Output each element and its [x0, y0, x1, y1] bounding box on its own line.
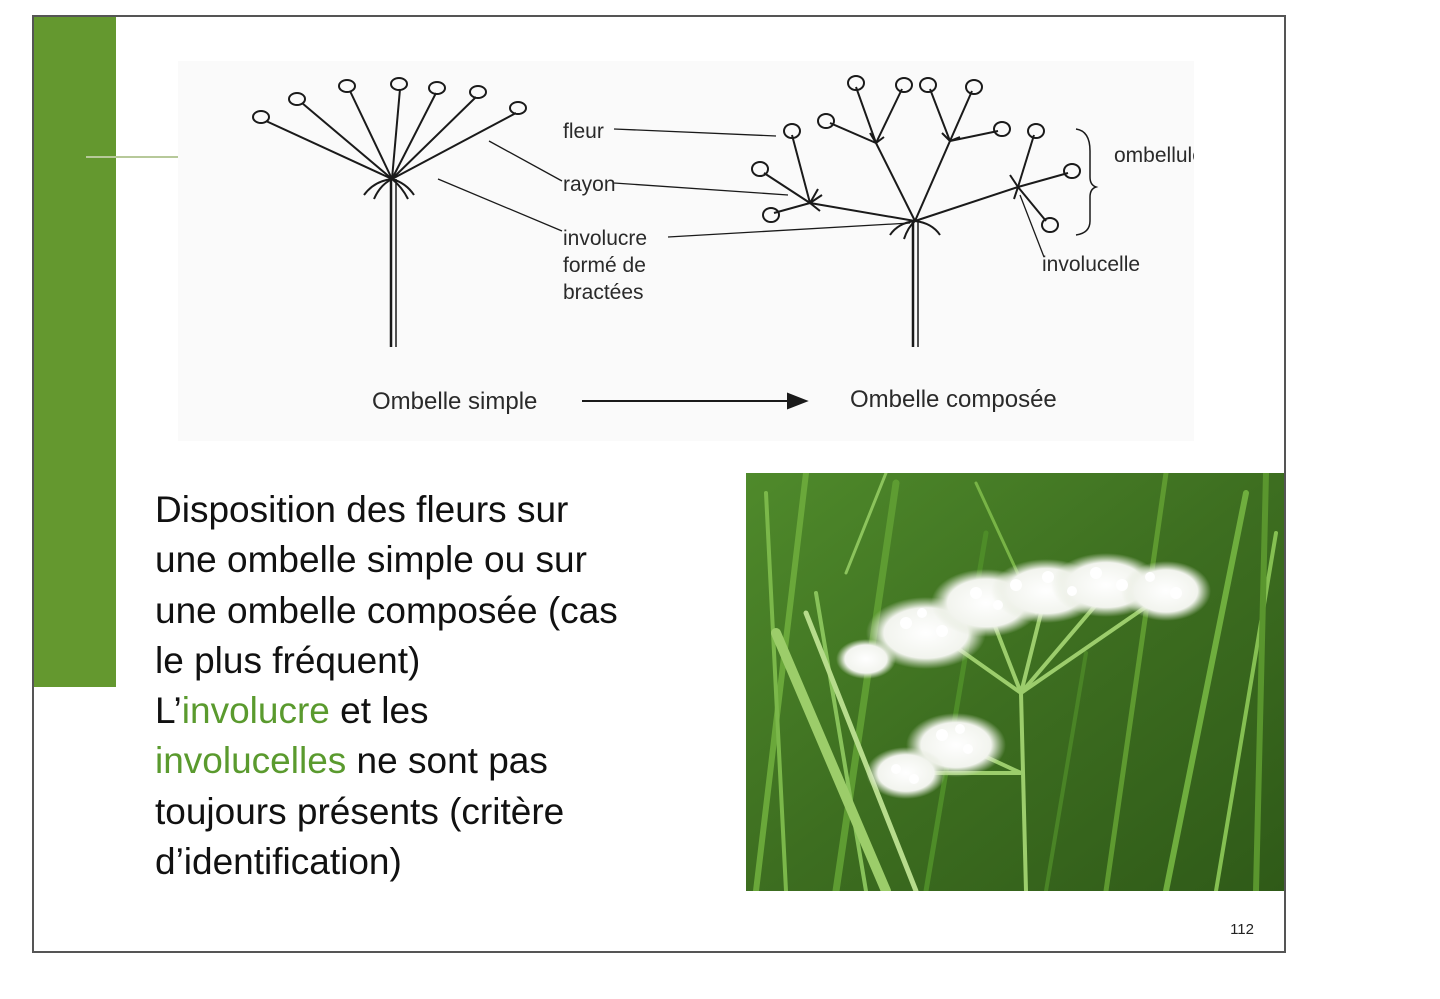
- label-involucelle: involucelle: [1042, 253, 1140, 276]
- slide: fleur rayon involucre formé de bractées …: [32, 15, 1286, 953]
- body-line: une ombelle simple ou sur: [155, 539, 587, 581]
- page-number: 112: [1230, 921, 1254, 938]
- caption-ombelle-composee: Ombelle composée: [850, 386, 1057, 413]
- body-line: et les: [329, 690, 429, 732]
- body-line: une ombelle composée (cas: [155, 589, 618, 631]
- label-rayon: rayon: [563, 173, 616, 196]
- highlight-involucelles: involucelles: [155, 740, 347, 782]
- label-involucre: involucre: [563, 227, 647, 250]
- body-line: d’identification): [155, 841, 402, 883]
- highlight-involucre: involucre: [181, 690, 330, 732]
- label-involucre-3: bractées: [563, 281, 644, 304]
- accent-bar: [34, 17, 116, 687]
- body-line: le plus fréquent): [155, 639, 421, 681]
- label-fleur: fleur: [563, 120, 604, 143]
- body-text: Disposition des fleurs sur une ombelle s…: [155, 485, 715, 887]
- body-line: L’: [155, 690, 182, 732]
- label-ombellule: ombellule: [1114, 144, 1194, 167]
- label-involucre-2: formé de: [563, 254, 646, 277]
- umbel-flower-photo: [746, 473, 1284, 891]
- umbel-diagram: fleur rayon involucre formé de bractées …: [178, 61, 1194, 441]
- accent-line: [86, 156, 178, 158]
- caption-ombelle-simple: Ombelle simple: [372, 388, 537, 415]
- body-line: toujours présents (critère: [155, 790, 565, 832]
- body-line: ne sont pas: [346, 740, 548, 782]
- body-line: Disposition des fleurs sur: [155, 489, 569, 530]
